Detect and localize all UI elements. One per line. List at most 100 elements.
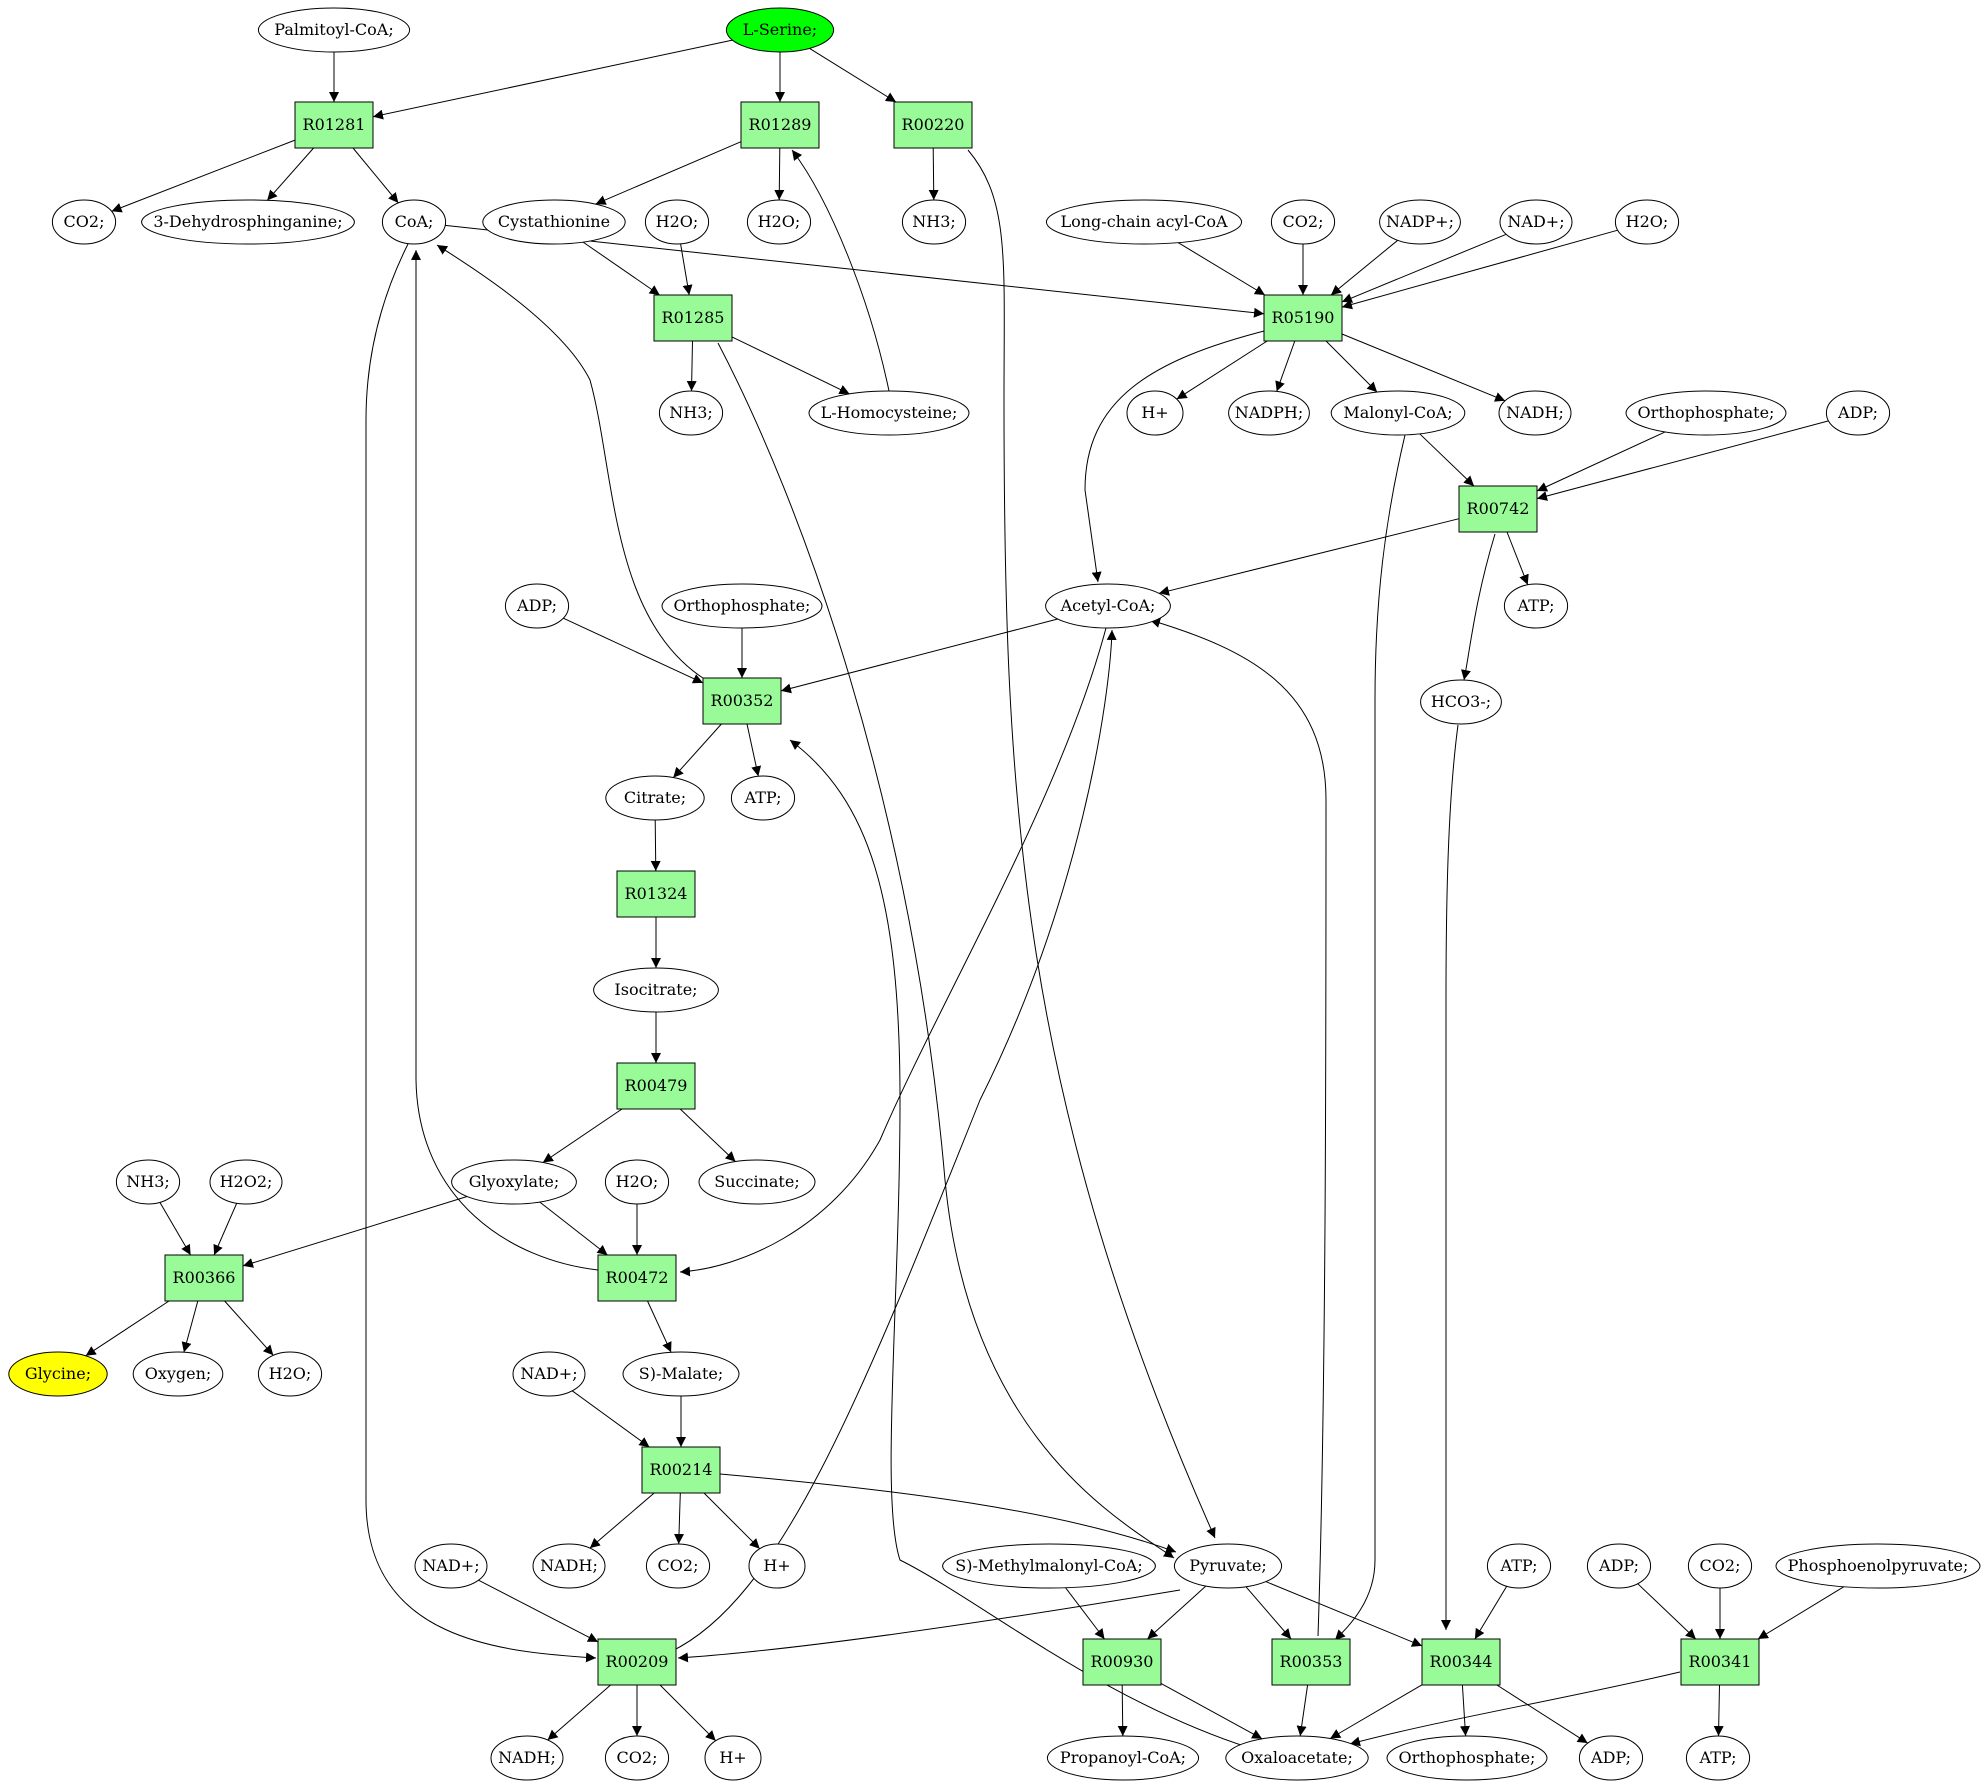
compound-node-c_atp_d[interactable]: ATP; bbox=[1685, 1735, 1751, 1781]
reaction-node-r_R00742[interactable]: R00742 bbox=[1458, 485, 1538, 533]
compound-node-c_dehydro[interactable]: 3-Dehydrosphinganine; bbox=[141, 199, 355, 245]
compound-node-c_nad_c[interactable]: NAD+; bbox=[414, 1543, 488, 1589]
edge-c_nad_c-to-r_R00209 bbox=[478, 1579, 599, 1643]
compound-node-c_glyoxylate[interactable]: Glyoxylate; bbox=[451, 1159, 577, 1205]
compound-node-c_nh3_b[interactable]: NH3; bbox=[658, 390, 724, 436]
compound-node-c_palmitoyl[interactable]: Palmitoyl-CoA; bbox=[257, 7, 411, 53]
compound-node-c_coa[interactable]: CoA; bbox=[381, 199, 447, 245]
reaction-node-r_R00344[interactable]: R00344 bbox=[1421, 1638, 1501, 1686]
compound-node-c_succinate[interactable]: Succinate; bbox=[698, 1159, 816, 1205]
compound-ellipse bbox=[482, 199, 626, 245]
compound-node-c_co2_e[interactable]: CO2; bbox=[604, 1735, 670, 1781]
compound-node-c_atp_a[interactable]: ATP; bbox=[1503, 583, 1569, 629]
reaction-box bbox=[294, 101, 374, 149]
compound-ellipse bbox=[141, 199, 355, 245]
node-label: R00341 bbox=[1689, 1652, 1752, 1671]
compound-node-c_hco3[interactable]: HCO3-; bbox=[1420, 679, 1502, 725]
edge-r_R00353-to-c_oxaloacetate bbox=[1296, 1684, 1309, 1737]
compound-ellipse bbox=[1498, 390, 1572, 436]
reaction-node-r_R00479[interactable]: R00479 bbox=[616, 1062, 696, 1110]
compound-node-c_co2_d[interactable]: CO2; bbox=[1687, 1543, 1753, 1589]
compound-node-c_h2o_a[interactable]: H2O; bbox=[644, 199, 710, 245]
compound-node-c_adp_c[interactable]: ADP; bbox=[1586, 1543, 1652, 1589]
compound-node-c_nadh_b[interactable]: NADH; bbox=[532, 1543, 606, 1589]
compound-node-c_pep[interactable]: Phosphoenolpyruvate; bbox=[1775, 1543, 1981, 1589]
compound-ellipse bbox=[1578, 1735, 1644, 1781]
reaction-box bbox=[597, 1638, 677, 1686]
reaction-node-r_R00209[interactable]: R00209 bbox=[597, 1638, 677, 1686]
compound-node-c_nadp[interactable]: NADP+; bbox=[1379, 199, 1461, 245]
compound-node-c_nadh_c[interactable]: NADH; bbox=[490, 1735, 564, 1781]
compound-ellipse bbox=[1386, 1735, 1548, 1781]
compound-ellipse bbox=[257, 1351, 323, 1397]
compound-node-c_orthop_a[interactable]: Orthophosphate; bbox=[1625, 390, 1787, 436]
compound-node-c_methylmalonyl[interactable]: S)-Methylmalonyl-CoA; bbox=[942, 1543, 1156, 1589]
reaction-node-r_R01289[interactable]: R01289 bbox=[740, 101, 820, 149]
compound-node-c_pyruvate[interactable]: Pyruvate; bbox=[1173, 1543, 1283, 1589]
compound-node-c_oxaloacetate[interactable]: Oxaloacetate; bbox=[1225, 1735, 1369, 1781]
compound-node-c_smalate[interactable]: S)-Malate; bbox=[622, 1351, 740, 1397]
compound-node-c_hplus_b[interactable]: H+ bbox=[748, 1543, 806, 1589]
node-label: H2O; bbox=[758, 212, 801, 231]
node-label: Long-chain acyl-CoA bbox=[1060, 212, 1227, 231]
compound-node-c_isocitrate[interactable]: Isocitrate; bbox=[593, 967, 719, 1013]
compound-node-c_nh3_a[interactable]: NH3; bbox=[901, 199, 967, 245]
edge-c_malonyl-to-r_R00353 bbox=[1334, 434, 1406, 1641]
node-label: 3-Dehydrosphinganine; bbox=[153, 212, 342, 231]
reaction-node-r_R00214[interactable]: R00214 bbox=[641, 1446, 721, 1494]
compound-node-c_h2o_c[interactable]: H2O; bbox=[1614, 199, 1680, 245]
edge-c_nadp-to-r_R05190 bbox=[1330, 239, 1399, 296]
reaction-node-r_R01281[interactable]: R01281 bbox=[294, 101, 374, 149]
edge-c_adp_a-to-r_R00742 bbox=[1536, 420, 1829, 501]
node-label: NADH; bbox=[540, 1556, 598, 1575]
compound-node-c_oxygen[interactable]: Oxygen; bbox=[132, 1351, 224, 1397]
compound-node-c_serine[interactable]: L-Serine; bbox=[725, 7, 835, 53]
compound-node-c_nad_a[interactable]: NAD+; bbox=[1499, 199, 1573, 245]
compound-node-c_acetyl[interactable]: Acetyl-CoA; bbox=[1045, 583, 1171, 629]
compound-node-c_glycine[interactable]: Glycine; bbox=[8, 1351, 108, 1397]
node-label: Malonyl-CoA; bbox=[1343, 403, 1452, 422]
compound-node-c_cystathionine[interactable]: Cystathionine bbox=[482, 199, 626, 245]
edge-r_R05190-to-c_malonyl bbox=[1325, 340, 1378, 393]
reaction-node-r_R00352[interactable]: R00352 bbox=[702, 677, 782, 725]
compound-node-c_nh3_c[interactable]: NH3; bbox=[115, 1159, 181, 1205]
compound-node-c_malonyl[interactable]: Malonyl-CoA; bbox=[1330, 390, 1466, 436]
reaction-node-r_R05190[interactable]: R05190 bbox=[1263, 294, 1343, 342]
compound-node-c_adp_b[interactable]: ADP; bbox=[504, 583, 570, 629]
compound-node-c_h2o_d[interactable]: H2O; bbox=[604, 1159, 670, 1205]
compound-node-c_co2_b[interactable]: CO2; bbox=[1270, 199, 1336, 245]
compound-node-c_co2_a[interactable]: CO2; bbox=[51, 199, 117, 245]
compound-node-c_homocys[interactable]: L-Homocysteine; bbox=[808, 390, 970, 436]
compound-node-c_atp_b[interactable]: ATP; bbox=[730, 775, 796, 821]
reaction-node-r_R00353[interactable]: R00353 bbox=[1271, 1638, 1351, 1686]
compound-node-c_hplus_c[interactable]: H+ bbox=[704, 1735, 762, 1781]
compound-node-c_orthop_b[interactable]: Orthophosphate; bbox=[661, 583, 823, 629]
compound-node-c_longchain[interactable]: Long-chain acyl-CoA bbox=[1045, 199, 1243, 245]
compound-node-c_h2o2[interactable]: H2O2; bbox=[209, 1159, 283, 1205]
compound-node-c_adp_d[interactable]: ADP; bbox=[1578, 1735, 1644, 1781]
compound-node-c_nadh_a[interactable]: NADH; bbox=[1498, 390, 1572, 436]
compound-node-c_h2o_b[interactable]: H2O; bbox=[746, 199, 812, 245]
compound-node-c_orthop_c[interactable]: Orthophosphate; bbox=[1386, 1735, 1548, 1781]
reaction-node-r_R00220[interactable]: R00220 bbox=[893, 101, 973, 149]
reaction-node-r_R01324[interactable]: R01324 bbox=[616, 870, 696, 918]
edge-c_pep-to-r_R00341 bbox=[1757, 1586, 1845, 1640]
reaction-node-r_R01285[interactable]: R01285 bbox=[653, 294, 733, 342]
compound-node-c_nad_b[interactable]: NAD+; bbox=[512, 1351, 586, 1397]
reaction-node-r_R00341[interactable]: R00341 bbox=[1680, 1638, 1760, 1686]
compound-node-c_citrate[interactable]: Citrate; bbox=[605, 775, 705, 821]
compound-node-c_nadph[interactable]: NADPH; bbox=[1228, 390, 1310, 436]
compound-node-c_co2_c[interactable]: CO2; bbox=[645, 1543, 711, 1589]
compound-node-c_atp_c[interactable]: ATP; bbox=[1486, 1543, 1552, 1589]
reaction-node-r_R00366[interactable]: R00366 bbox=[164, 1254, 244, 1302]
node-label: H2O; bbox=[269, 1364, 312, 1383]
edge-r_R05190-to-c_nadh_a bbox=[1341, 333, 1506, 402]
nodes-layer: Palmitoyl-CoA; L-Serine; R01281 R01289 R0022… bbox=[8, 7, 1981, 1781]
edge-r_R00352-to-c_atp_b bbox=[746, 723, 762, 777]
compound-node-c_adp_a[interactable]: ADP; bbox=[1825, 390, 1891, 436]
reaction-node-r_R00930[interactable]: R00930 bbox=[1082, 1638, 1162, 1686]
compound-node-c_h2o_e[interactable]: H2O; bbox=[257, 1351, 323, 1397]
reaction-node-r_R00472[interactable]: R00472 bbox=[597, 1254, 677, 1302]
compound-node-c_propanoyl[interactable]: Propanoyl-CoA; bbox=[1046, 1735, 1200, 1781]
compound-node-c_hplus_a[interactable]: H+ bbox=[1126, 390, 1184, 436]
